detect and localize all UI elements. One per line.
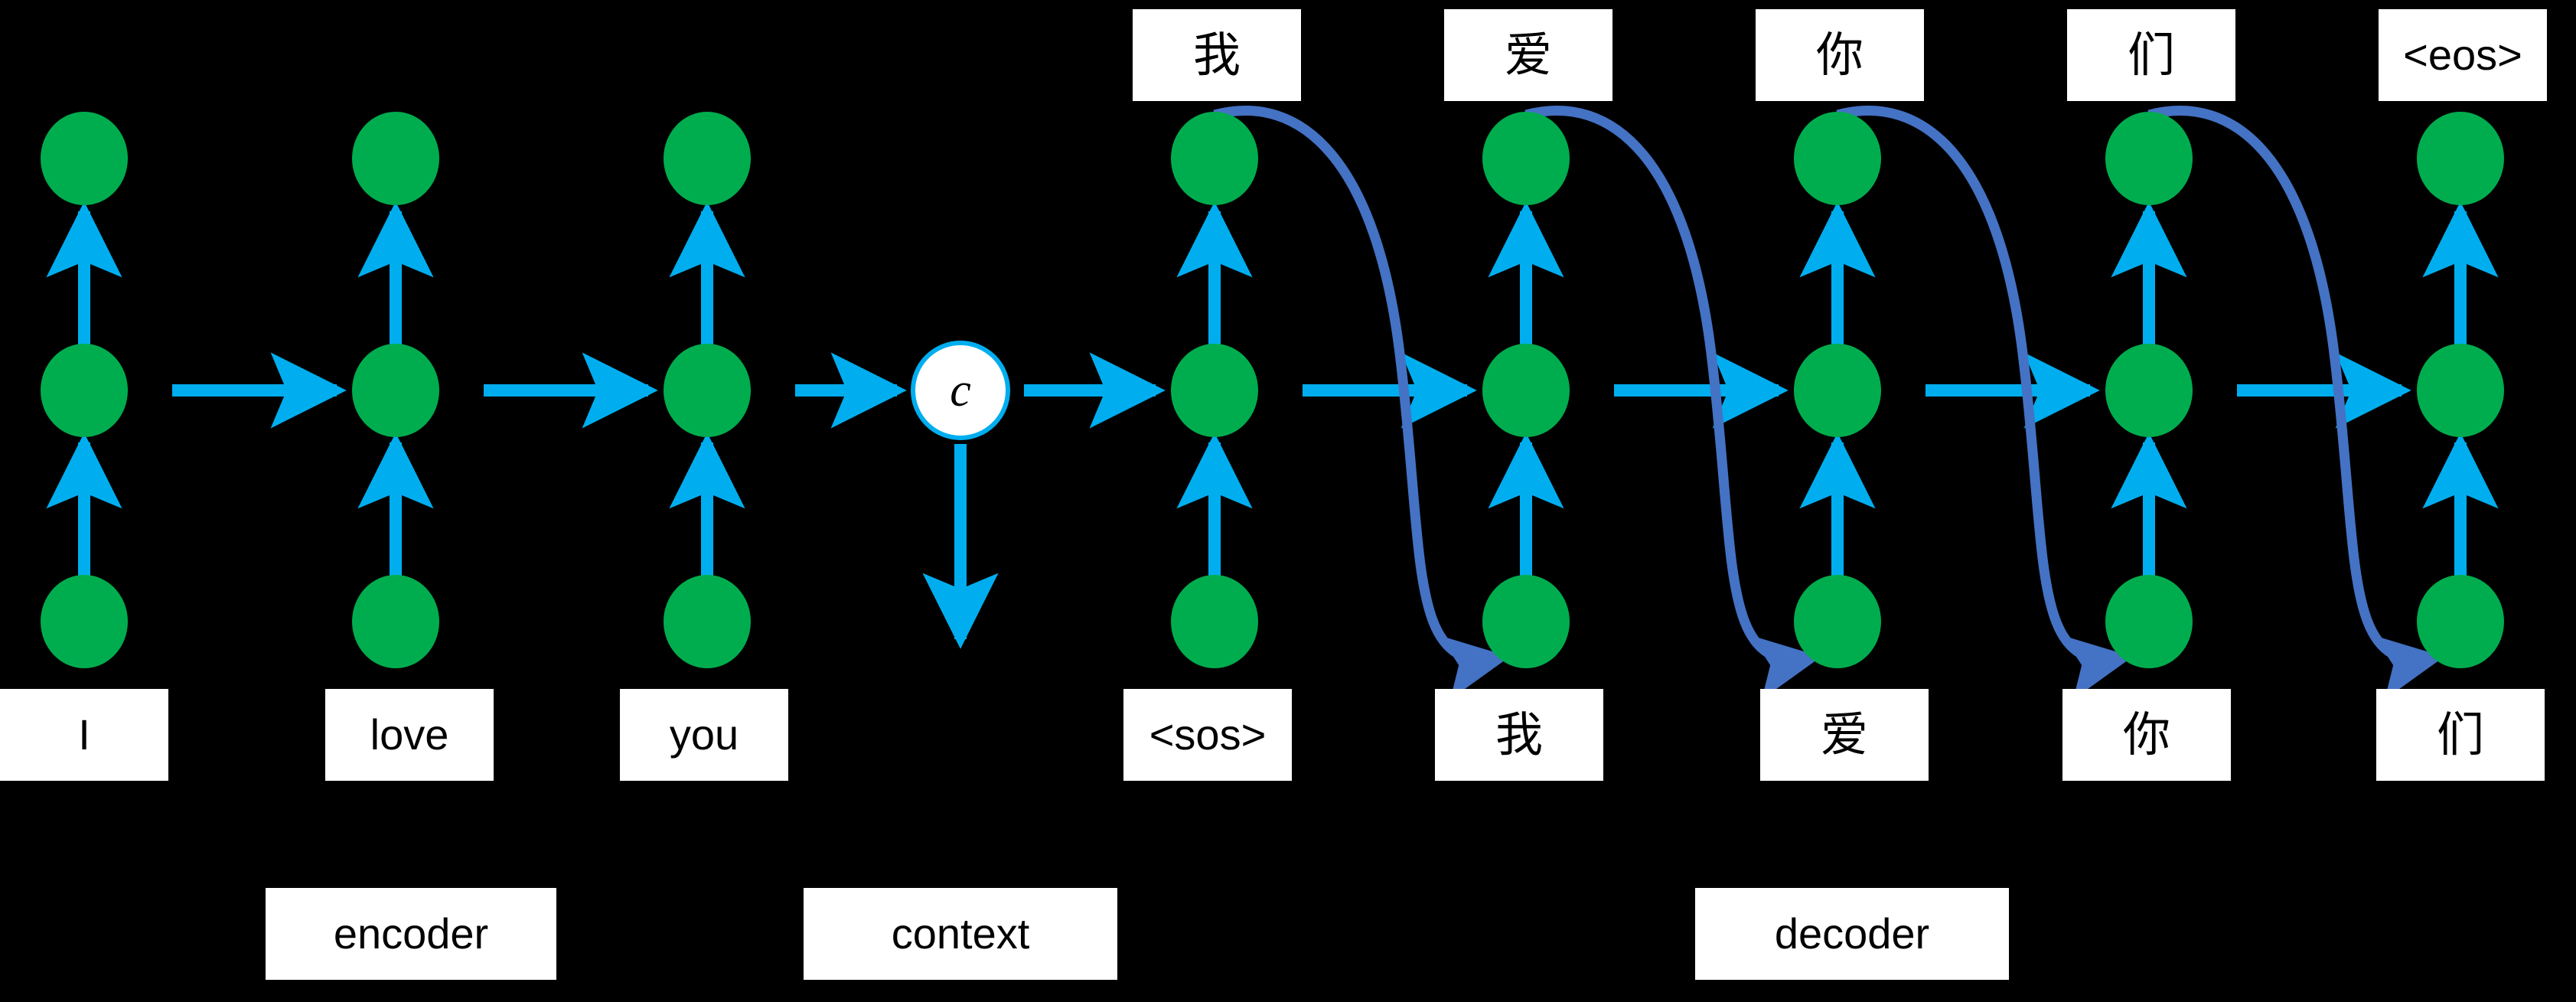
caption-decoder: decoder <box>1695 888 2009 980</box>
decoder-output-tag-4: 们 <box>2067 9 2235 101</box>
decoder-node-col5-middle <box>2417 344 2504 437</box>
decoder-node-col1-middle <box>1171 344 1258 437</box>
encoder-node-col1-top <box>41 112 128 205</box>
decoder-node-col4-top <box>2105 112 2193 205</box>
encoder-vertical-arrows <box>46 201 745 576</box>
decoder-input-tag-5: 们 <box>2376 689 2545 781</box>
decoder-node-col1-top <box>1171 112 1258 205</box>
decoder-node-col3-top <box>1794 112 1881 205</box>
decoder-input-tag-1: <sos> <box>1123 689 1292 781</box>
decoder-output-tag-2: 爱 <box>1444 9 1612 101</box>
decoder-input-tag-3: 爱 <box>1760 689 1929 781</box>
context-symbol-label: c <box>950 364 971 416</box>
caption-encoder: encoder <box>266 888 556 980</box>
encoder-node-col3-middle <box>664 344 751 437</box>
decoder-node-col4-middle <box>2105 344 2193 437</box>
decoder-node-col5-top <box>2417 112 2504 205</box>
encoder-node-col3-top <box>664 112 751 205</box>
decoder-node-col2-top <box>1482 112 1570 205</box>
decoder-input-tag-4: 你 <box>2062 689 2231 781</box>
decoder-input-tag-2: 我 <box>1435 689 1603 781</box>
decoder-node-col2-middle <box>1482 344 1570 437</box>
decoder-node-col4-bottom <box>2105 575 2193 668</box>
encoder-input-tag-2: love <box>325 689 494 781</box>
encoder-node-col2-bottom <box>352 575 439 668</box>
decoder-node-col3-bottom <box>1794 575 1881 668</box>
feedback-curves <box>1213 105 2444 700</box>
decoder-output-tag-3: 你 <box>1756 9 1924 101</box>
encoder-node-col2-middle <box>352 344 439 437</box>
encoder-input-tag-1: I <box>0 689 168 781</box>
decoder-vertical-arrows <box>1176 201 2499 576</box>
context-vector-node: c <box>911 341 1010 440</box>
decoder-node-col2-bottom <box>1482 575 1570 668</box>
decoder-output-tag-5: <eos> <box>2379 9 2547 101</box>
decoder-node-col5-bottom <box>2417 575 2504 668</box>
encoder-node-col3-bottom <box>664 575 751 668</box>
decoder-node-col3-middle <box>1794 344 1881 437</box>
caption-context: context <box>804 888 1117 980</box>
encoder-node-col1-bottom <box>41 575 128 668</box>
decoder-node-col1-bottom <box>1171 575 1258 668</box>
encoder-input-tag-3: you <box>620 689 788 781</box>
encoder-node-col1-middle <box>41 344 128 437</box>
encoder-node-col2-top <box>352 112 439 205</box>
decoder-output-tag-1: 我 <box>1133 9 1301 101</box>
